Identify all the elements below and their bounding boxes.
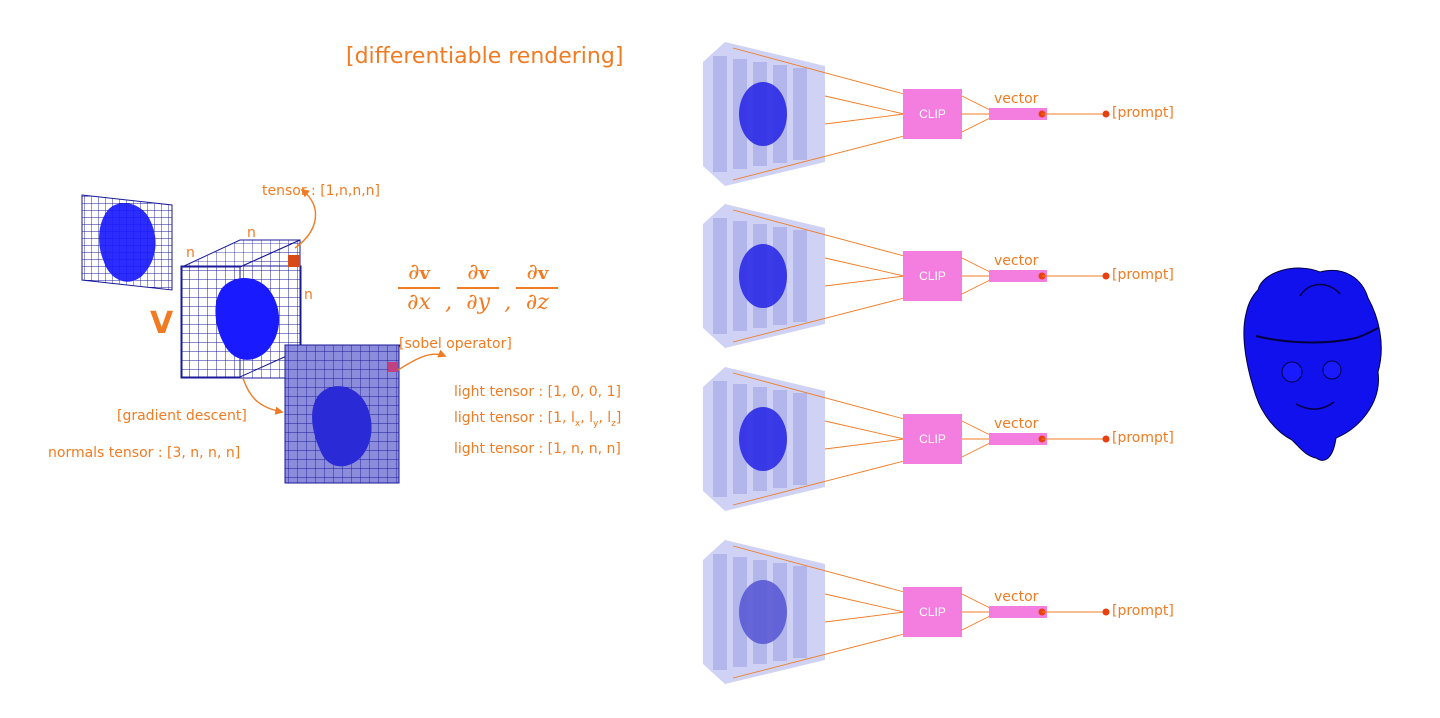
layered-render-icon	[703, 367, 825, 511]
light-tensor-3: light tensor : [1, n, n, n]	[454, 441, 621, 457]
gradient-arrow	[242, 377, 284, 415]
output-mesh-icon	[1243, 267, 1382, 461]
vector-bar	[989, 433, 1047, 445]
clip-box	[903, 414, 962, 464]
vector-label: vector	[994, 91, 1039, 107]
clip-vector-line	[961, 257, 991, 273]
funnel-line	[824, 257, 905, 277]
prompt-endpoint	[1102, 110, 1110, 118]
voxel-cube-icon	[180, 239, 302, 379]
funnel-line	[732, 297, 905, 343]
vector-bar	[989, 270, 1047, 282]
formula-numerator-y: ∂v	[467, 260, 490, 285]
clip-vector-line	[961, 593, 991, 609]
tensor-arrow	[294, 188, 317, 249]
clip-vector-line	[961, 117, 991, 133]
funnel-line	[732, 545, 905, 593]
vector-label: vector	[994, 589, 1039, 605]
gradient-descent-label: [gradient descent]	[117, 408, 247, 424]
funnel-line	[824, 420, 905, 440]
clip-vector-line	[961, 420, 991, 436]
clip-vector-line	[961, 442, 991, 458]
voxel-slice-icon	[81, 194, 173, 291]
formula-denominator-z: ∂z	[525, 290, 549, 315]
funnel-line	[732, 633, 905, 679]
voxel-v-label: V	[150, 306, 174, 341]
clip-box	[903, 89, 962, 139]
funnel-line	[824, 611, 905, 623]
clip-vector-line	[961, 279, 991, 295]
prompt-label: [prompt]	[1112, 430, 1174, 446]
vector-label: vector	[994, 253, 1039, 269]
dimension-n-left: n	[186, 245, 195, 261]
formula-denominator-x: ∂x	[407, 290, 431, 315]
vector-label: vector	[994, 416, 1039, 432]
formula-comma-1: ,	[445, 290, 453, 315]
funnel-line	[732, 209, 905, 257]
funnel-line	[732, 47, 905, 95]
clip-vector-line	[961, 95, 991, 111]
sobel-operator-label: [sobel operator]	[399, 336, 512, 352]
prompt-label: [prompt]	[1112, 603, 1174, 619]
funnel-line	[824, 95, 905, 115]
normals-cube-icon	[284, 344, 401, 484]
dimension-n-right: n	[304, 287, 313, 303]
dimension-n-top: n	[247, 225, 256, 241]
sobel-arrow	[397, 349, 447, 371]
page-title: [differentiable rendering]	[346, 44, 624, 69]
layered-render-icon	[703, 540, 825, 684]
clip-label: CLIP	[919, 605, 946, 619]
funnel-line	[732, 135, 905, 181]
funnel-line	[732, 460, 905, 506]
layered-render-icon	[703, 204, 825, 348]
render-row-3	[703, 367, 1110, 511]
clip-label: CLIP	[919, 107, 946, 121]
funnel-line	[824, 113, 905, 125]
clip-box	[903, 251, 962, 301]
render-row-4	[703, 540, 1110, 684]
prompt-endpoint	[1102, 608, 1110, 616]
prompt-endpoint	[1102, 272, 1110, 280]
funnel-line	[824, 275, 905, 287]
formula-comma-2: ,	[504, 290, 512, 315]
prompt-endpoint	[1102, 435, 1110, 443]
tensor-label: tensor : [1,n,n,n]	[262, 183, 381, 199]
clip-label: CLIP	[919, 269, 946, 283]
funnel-line	[824, 438, 905, 450]
clip-box	[903, 587, 962, 637]
funnel-line	[824, 593, 905, 613]
layered-render-icon	[703, 42, 825, 186]
light-tensor-2: light tensor : [1, lx, ly, lz]	[454, 410, 622, 429]
normals-tensor-label: normals tensor : [3, n, n, n]	[48, 445, 241, 461]
light-tensor-1: light tensor : [1, 0, 0, 1]	[454, 384, 621, 400]
funnel-line	[732, 372, 905, 420]
sobel-formula: ∂v ∂x , ∂v ∂y , ∂v ∂z	[398, 260, 559, 315]
clip-label: CLIP	[919, 432, 946, 446]
formula-denominator-y: ∂y	[466, 290, 491, 315]
vector-bar	[989, 108, 1047, 120]
vector-bar	[989, 606, 1047, 618]
formula-numerator-x: ∂v	[408, 260, 430, 285]
prompt-label: [prompt]	[1112, 105, 1174, 121]
formula-numerator-z: ∂v	[526, 260, 549, 285]
clip-vector-line	[961, 615, 991, 631]
render-row-2	[703, 204, 1110, 348]
render-row-1	[703, 42, 1110, 186]
prompt-label: [prompt]	[1112, 267, 1174, 283]
